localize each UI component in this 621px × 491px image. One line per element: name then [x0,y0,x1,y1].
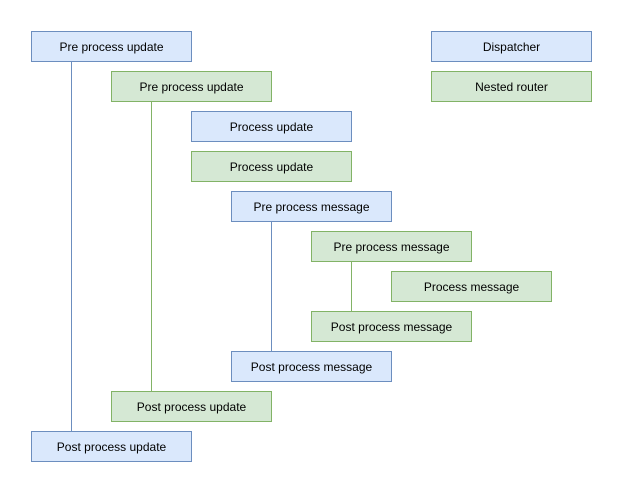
edge-pre-to-post-process-message-router [351,261,352,311]
edge-pre-to-post-process-update-router [151,101,152,391]
node-pre-process-message-dispatcher: Pre process message [231,191,392,222]
node-pre-process-message-router: Pre process message [311,231,472,262]
node-post-process-message-router: Post process message [311,311,472,342]
node-process-update-dispatcher: Process update [191,111,352,142]
node-process-update-router: Process update [191,151,352,182]
node-pre-process-update-dispatcher: Pre process update [31,31,192,62]
legend-nested-router: Nested router [431,71,592,102]
edge-pre-to-post-process-update-dispatcher [71,61,72,431]
node-pre-process-update-router: Pre process update [111,71,272,102]
node-post-process-message-dispatcher: Post process message [231,351,392,382]
legend-dispatcher: Dispatcher [431,31,592,62]
node-post-process-update-dispatcher: Post process update [31,431,192,462]
node-post-process-update-router: Post process update [111,391,272,422]
edge-pre-to-post-process-message-dispatcher [271,221,272,351]
node-process-message-router: Process message [391,271,552,302]
